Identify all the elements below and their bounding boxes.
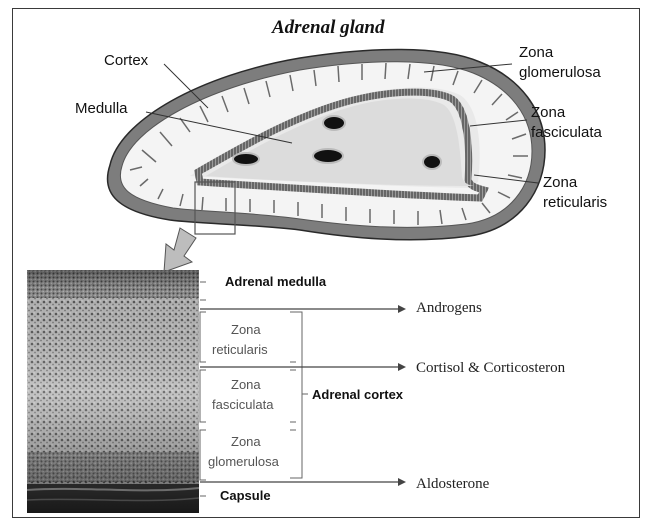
label-androgens: Androgens [416, 300, 482, 316]
histology-section [27, 270, 199, 513]
label-aldosterone: Aldosterone [416, 476, 490, 492]
diagram-title: Adrenal gland [271, 17, 385, 38]
label-cortex: Cortex [104, 52, 149, 69]
label-section-reticularis-1: Zona [231, 322, 261, 337]
label-capsule: Capsule [220, 488, 271, 503]
label-zona-fasciculata-1: Zona [531, 104, 566, 121]
label-zona-glomerulosa-2: glomerulosa [519, 64, 601, 81]
zone-sub-brackets [290, 312, 296, 478]
label-section-glomerulosa-2: glomerulosa [208, 454, 280, 469]
label-cortisol: Cortisol & Corticosteron [416, 360, 566, 376]
label-adrenal-medulla: Adrenal medulla [225, 274, 327, 289]
label-medulla: Medulla [75, 100, 128, 117]
label-section-fasciculata-2: fasciculata [212, 397, 274, 412]
label-zona-glomerulosa-1: Zona [519, 44, 554, 61]
label-adrenal-cortex: Adrenal cortex [312, 387, 404, 402]
label-section-reticularis-2: reticularis [212, 342, 268, 357]
label-zona-reticularis-2: reticularis [543, 194, 607, 211]
label-zona-fasciculata-2: fasciculata [531, 124, 603, 141]
label-section-glomerulosa-1: Zona [231, 434, 261, 449]
label-zona-reticularis-1: Zona [543, 174, 578, 191]
label-section-fasciculata-1: Zona [231, 377, 261, 392]
magnify-arrow [164, 228, 196, 272]
